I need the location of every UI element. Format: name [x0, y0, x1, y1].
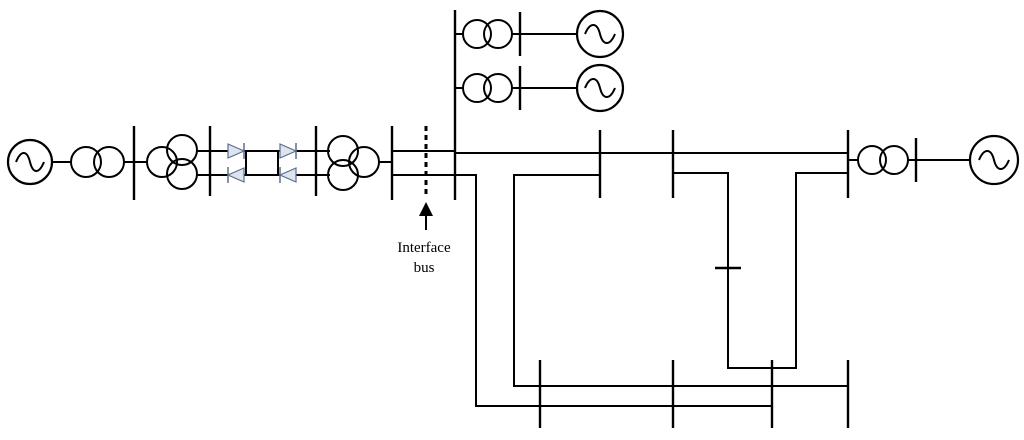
- three-winding-transformer-icon: [146, 146, 178, 178]
- line-bus-b-to-bottom: [673, 172, 772, 369]
- three-winding-transformer-rectifier: [146, 134, 198, 190]
- thyristor-valve-rectifier: [226, 143, 247, 183]
- transformer-top-2: [462, 73, 513, 103]
- interface-label-line1: Interface: [397, 240, 451, 256]
- transformer-right: [857, 145, 909, 175]
- generator-top-2: [575, 63, 625, 113]
- line-loop-inner: [513, 174, 600, 387]
- arrow-up-icon: [419, 202, 433, 230]
- thyristor-valve-inverter: [277, 143, 298, 183]
- generator-left: [6, 138, 54, 186]
- line-loop-outer: [455, 174, 540, 407]
- generator-right: [968, 134, 1020, 186]
- transformer-icon: [70, 146, 102, 178]
- interface-label-line2: bus: [414, 260, 435, 276]
- thyristor-valve-icon: [227, 143, 246, 159]
- three-winding-transformer-inverter: [327, 135, 380, 191]
- transformer-left: [70, 146, 125, 178]
- transformer-top-1: [462, 19, 513, 49]
- generator-top-1: [575, 9, 625, 59]
- line-right-to-bottom: [772, 172, 848, 369]
